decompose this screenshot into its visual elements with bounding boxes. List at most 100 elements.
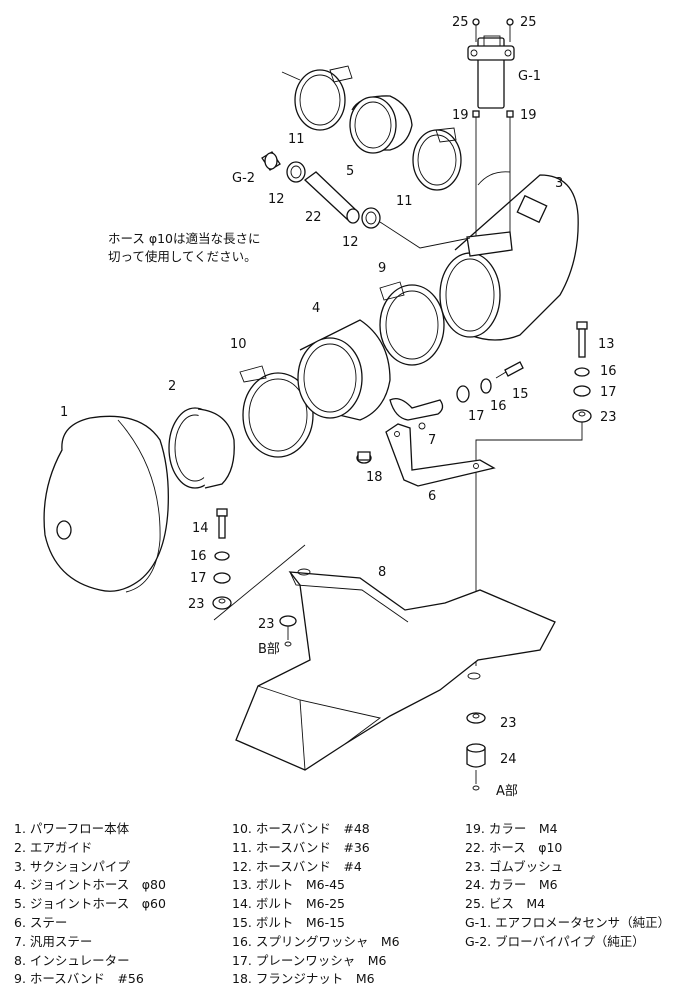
callout-g2: G-2	[232, 171, 255, 186]
legend-item: 15. ボルト M6-15	[232, 914, 346, 930]
plain-washer-m6-b	[573, 385, 591, 397]
callout-4: 4	[312, 301, 320, 316]
power-flow-body	[43, 415, 169, 593]
legend-item: 17. プレーンワッシャ M6	[232, 952, 387, 968]
callout-5: 5	[346, 164, 354, 179]
spring-washer-m6-a	[480, 378, 492, 394]
hose-band-36-lower	[412, 127, 462, 191]
callout-19-right: 19	[520, 108, 537, 123]
callout-25-left: 25	[452, 15, 469, 30]
legend-item: 4. ジョイントホース φ80	[14, 877, 166, 893]
suction-pipe	[439, 171, 579, 341]
callout-23-right: 23	[600, 410, 617, 425]
bolt-m6-45	[576, 321, 588, 358]
callout-2: 2	[168, 379, 176, 394]
legend-item: 8. インシュレーター	[14, 952, 130, 968]
plain-washer-m6-a	[456, 385, 470, 403]
hose-cut-note-line1: ホース φ10は適当な長さに	[108, 231, 261, 246]
callout-24: 24	[500, 752, 517, 767]
exploded-parts-diagram: 1 2 3 4 5 6 7 8 9 10 11 11 12 12 13 14 1…	[43, 15, 617, 799]
callout-8: 8	[378, 565, 386, 580]
hose-band-4-lower	[361, 207, 471, 249]
legend-item: 22. ホース φ10	[465, 839, 563, 855]
rubber-bushing-b	[279, 615, 297, 647]
screw-m4-right	[506, 18, 514, 42]
legend-item: 16. スプリングワッシャ M6	[232, 933, 400, 949]
rubber-bushing-left	[212, 544, 306, 621]
legend-item: 24. カラー M6	[465, 877, 558, 893]
hose-band-36-upper	[281, 65, 353, 131]
legend-item: 9. ホースバンド #56	[14, 971, 144, 987]
callout-16-stay: 16	[490, 399, 507, 414]
callout-19-left: 19	[452, 108, 469, 123]
callout-11-lower: 11	[396, 194, 413, 209]
callout-22: 22	[305, 210, 322, 225]
legend-item: 25. ビス M4	[465, 896, 546, 912]
legend-item: 7. 汎用ステー	[14, 933, 93, 949]
callout-25-right: 25	[520, 15, 537, 30]
legend-item: 10. ホースバンド #48	[232, 821, 370, 836]
parts-legend: 1. パワーフロー本体 2. エアガイド 3. サクションパイプ 4. ジョイン…	[0, 820, 700, 1004]
callout-13: 13	[598, 337, 615, 352]
legend-item: 2. エアガイド	[14, 839, 93, 855]
blow-by-pipe	[261, 151, 281, 171]
callout-14: 14	[192, 521, 209, 536]
insulator	[235, 568, 556, 771]
callout-15: 15	[512, 387, 529, 402]
legend-item: 12. ホースバンド #4	[232, 858, 362, 874]
air-guide	[168, 407, 235, 489]
hose-cut-note-line2: 切って使用してください。	[108, 249, 257, 264]
legend-item: 13. ボルト M6-45	[232, 877, 346, 893]
callout-11-upper: 11	[288, 132, 305, 147]
collar-m4-left	[472, 110, 480, 236]
callout-23-b: 23	[258, 617, 275, 632]
hose-band-4-upper	[286, 161, 306, 183]
callout-9: 9	[378, 261, 386, 276]
legend-item: 5. ジョイントホース φ60	[14, 896, 166, 912]
callout-17-right: 17	[600, 385, 617, 400]
callout-12-upper: 12	[268, 192, 285, 207]
callout-12-lower: 12	[342, 235, 359, 250]
rubber-bushing-right	[475, 409, 592, 666]
rubber-bushing-a	[466, 712, 486, 724]
collar-m6	[466, 743, 486, 791]
hose-10	[303, 171, 360, 224]
hose-band-56	[379, 281, 445, 366]
callout-7: 7	[428, 433, 436, 448]
callout-17-stay: 17	[468, 409, 485, 424]
spring-washer-m6-b	[574, 367, 590, 377]
legend-item: 6. ステー	[14, 914, 68, 930]
legend-item: G-1. エアフロメータセンサ（純正）	[465, 914, 671, 930]
legend-column-3: 19. カラー M4 22. ホース φ10 23. ゴムブッシュ 24. カラ…	[465, 820, 670, 952]
callout-6: 6	[428, 489, 436, 504]
callout-1: 1	[60, 405, 68, 420]
callout-part-b: B部	[258, 642, 280, 657]
callout-g1: G-1	[518, 69, 541, 84]
spring-washer-m6-c	[214, 551, 230, 561]
callout-16-left: 16	[190, 549, 207, 564]
stay	[385, 423, 496, 487]
air-flow-meter-sensor	[467, 35, 515, 109]
legend-column-1: 1. パワーフロー本体 2. エアガイド 3. サクションパイプ 4. ジョイン…	[14, 820, 166, 989]
legend-item: 18. フランジナット M6	[232, 971, 375, 987]
joint-hose-60	[349, 95, 413, 154]
plain-washer-m6-c	[213, 572, 231, 584]
generic-stay	[389, 397, 444, 430]
hose-band-48	[239, 365, 314, 458]
callout-part-a: A部	[496, 784, 518, 799]
bolt-m6-25	[216, 508, 228, 539]
legend-item: 14. ボルト M6-25	[232, 896, 346, 912]
legend-item: 23. ゴムブッシュ	[465, 858, 564, 874]
callout-23-a: 23	[500, 716, 517, 731]
callout-18: 18	[366, 470, 383, 485]
callout-17-left: 17	[190, 571, 207, 586]
flange-nut-m6	[356, 451, 372, 464]
legend-item: G-2. ブローバイパイプ（純正）	[465, 933, 645, 949]
legend-item: 1. パワーフロー本体	[14, 821, 130, 836]
callout-23-left: 23	[188, 597, 205, 612]
collar-m4-right	[506, 110, 514, 234]
joint-hose-80	[297, 319, 391, 421]
callout-16-right: 16	[600, 364, 617, 379]
bolt-m6-15	[495, 361, 524, 379]
legend-item: 3. サクションパイプ	[14, 858, 130, 874]
